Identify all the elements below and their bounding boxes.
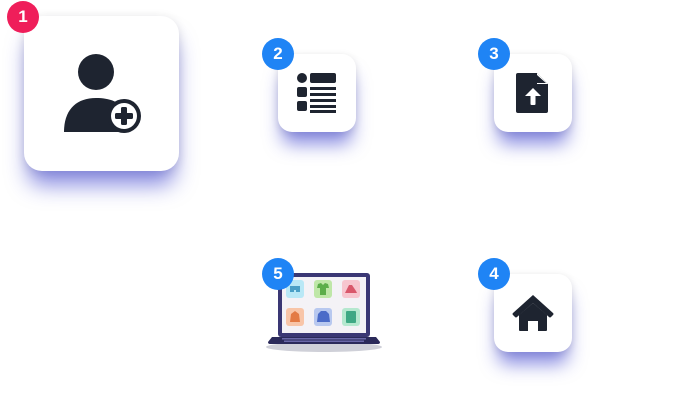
laptop-store-icon [266,273,382,352]
step-badge-5: 5 [262,258,294,290]
step-badge-1: 1 [7,1,39,33]
add-user-tile[interactable] [24,16,179,171]
step-badge-2: 2 [262,38,294,70]
home-icon [512,295,554,331]
step-badge-3: 3 [478,38,510,70]
step-badge-4: 4 [478,258,510,290]
list-details-icon [297,73,336,113]
add-user-icon [63,53,141,133]
list-details-tile[interactable] [278,54,356,132]
file-upload-icon [516,73,548,113]
file-upload-tile[interactable] [494,54,572,132]
home-tile[interactable] [494,274,572,352]
